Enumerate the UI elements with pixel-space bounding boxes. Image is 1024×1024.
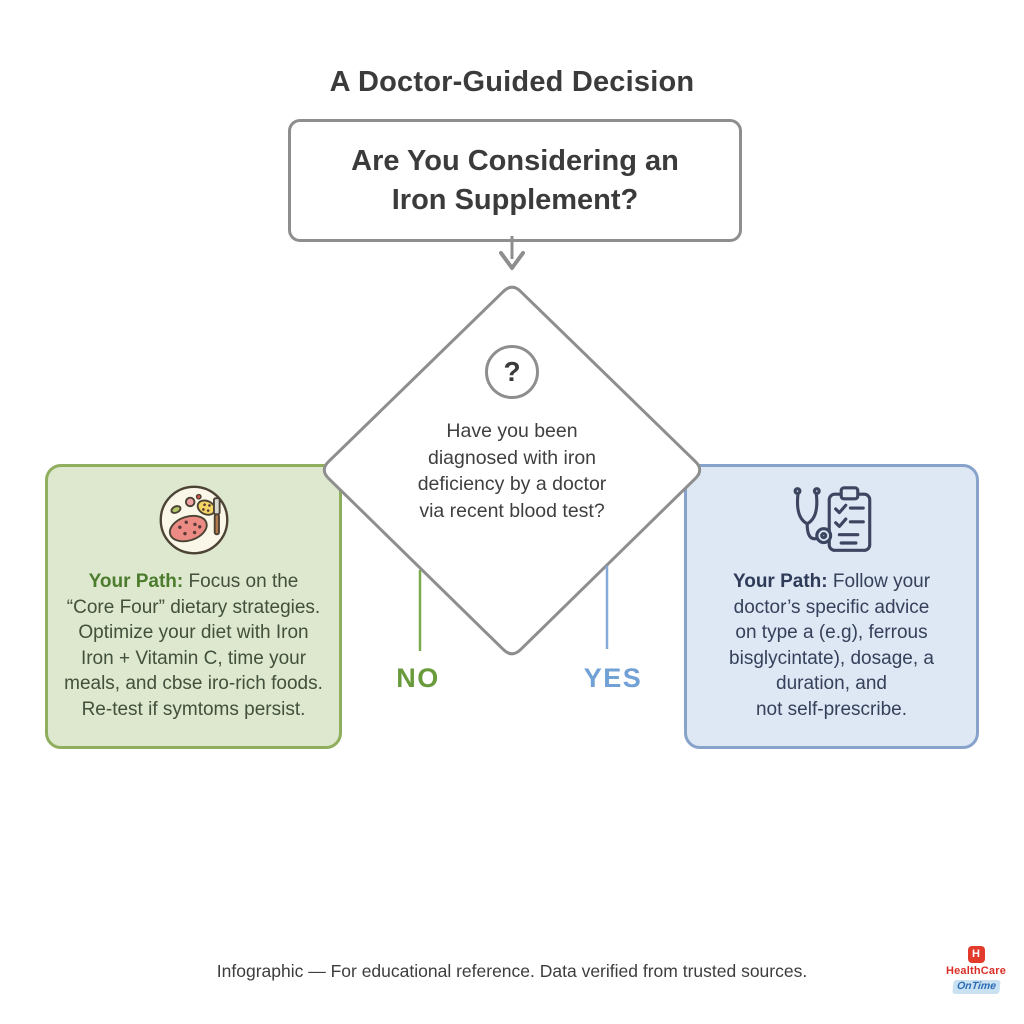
start-node-line2: Iron Supplement? xyxy=(391,183,639,216)
meal-plate-icon xyxy=(159,485,228,555)
outcome-line: doctor’s specific advice xyxy=(733,596,930,618)
start-node-line1: Are You Considering an xyxy=(351,144,679,177)
no-branch-label: NO xyxy=(396,663,440,693)
stethoscope-clipboard-icon xyxy=(793,486,871,552)
decision-line: Have you been xyxy=(446,420,578,442)
yes-outcome-text: Your Path: Follow your doctor’s specific… xyxy=(729,569,934,722)
outcome-line: bisglycintate), dosage, a xyxy=(729,647,934,669)
footer-disclaimer: Infographic — For educational reference.… xyxy=(216,961,808,981)
outcome-line: “Core Four” dietary strategies. xyxy=(66,596,321,618)
no-outcome-card: Your Path: Focus on the “Core Four” diet… xyxy=(45,464,342,749)
yes-branch-label: YES xyxy=(583,663,643,693)
page-title: A Doctor-Guided Decision xyxy=(329,66,695,98)
start-node: Are You Considering an Iron Supplement? xyxy=(288,119,742,242)
outcome-line: Iron + Vitamin C, time your xyxy=(80,647,307,669)
your-path-label: Your Path: xyxy=(732,571,828,592)
down-arrow-icon xyxy=(499,251,525,270)
your-path-label: Your Path: xyxy=(88,571,184,592)
healthcare-ontime-logo: H HealthCare OnTime xyxy=(938,946,1014,994)
no-outcome-text: Your Path: Focus on the “Core Four” diet… xyxy=(64,569,323,722)
decision-line: via recent blood test? xyxy=(419,499,605,522)
outcome-line: Your Path: Focus on the xyxy=(88,571,299,592)
logo-name: HealthCare xyxy=(945,965,1007,977)
logo-suffix: OnTime xyxy=(951,980,1001,994)
logo-h-icon: H xyxy=(967,946,985,963)
question-mark-icon: ? xyxy=(485,345,539,399)
yes-outcome-card: Your Path: Follow your doctor’s specific… xyxy=(684,464,979,749)
outcome-line: on type a (e.g), ferrous xyxy=(735,622,928,643)
decision-question: Have you been diagnosed with iron defici… xyxy=(372,418,652,524)
outcome-line: Optimize your diet with Iron xyxy=(78,622,309,643)
outcome-line: not self-prescribe. xyxy=(755,698,907,720)
decision-line: deficiency by a doctor xyxy=(417,473,607,495)
outcome-line: Your Path: Follow your xyxy=(732,571,931,592)
decision-line: diagnosed with iron xyxy=(427,446,597,469)
outcome-line: Re-test if symtoms persist. xyxy=(81,698,306,720)
outcome-line: duration, and xyxy=(776,673,887,694)
outcome-line: meals, and cbse iro-rich foods. xyxy=(64,673,323,694)
